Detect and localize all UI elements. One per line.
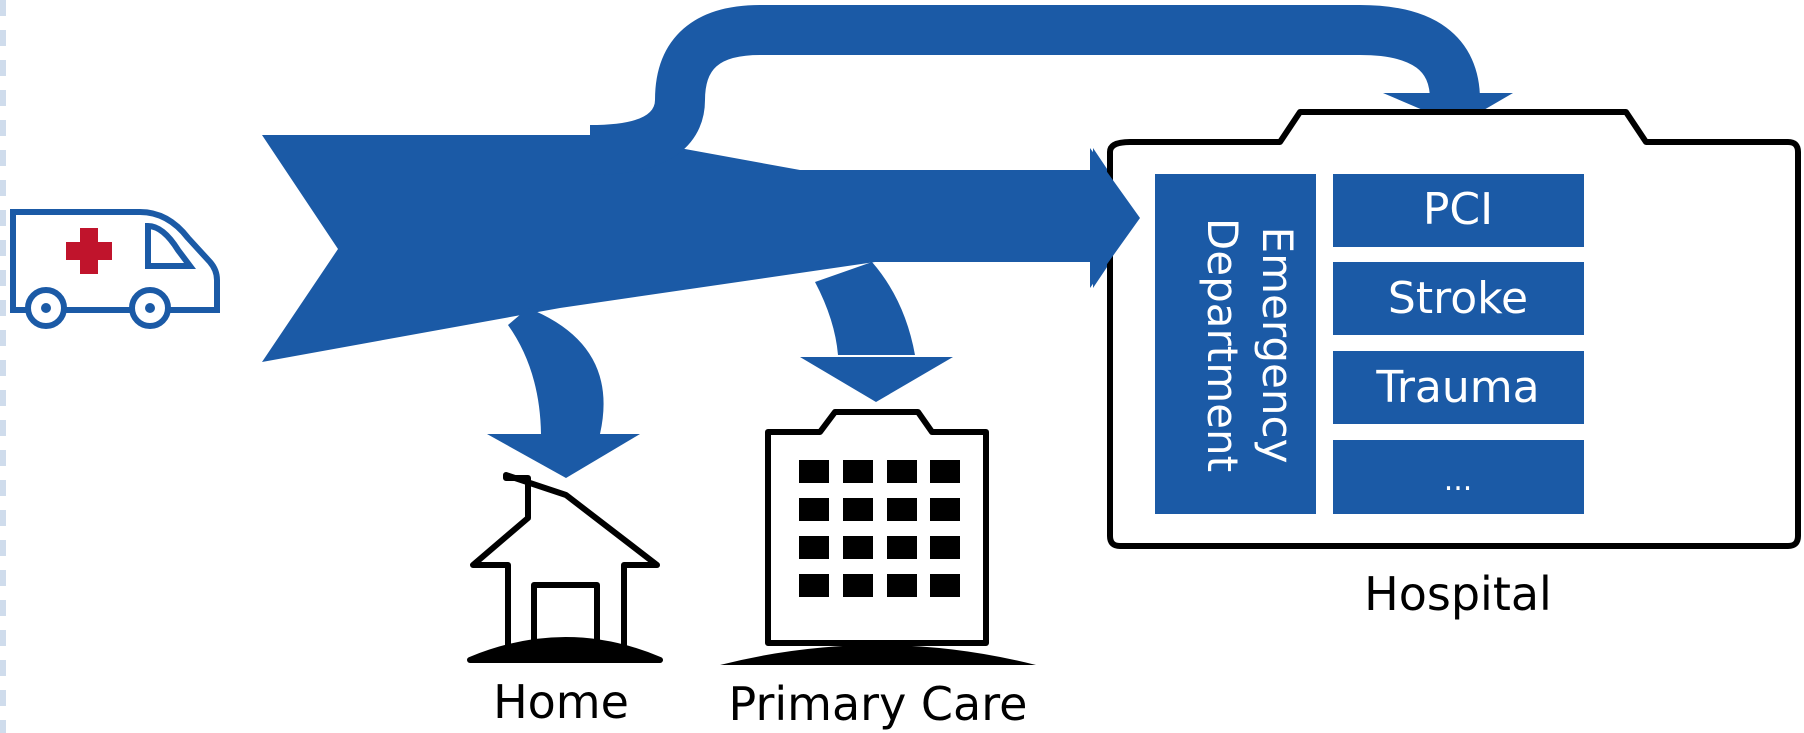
ambulance-icon xyxy=(10,209,220,329)
primary-care-arrowhead xyxy=(800,357,953,402)
home-icon xyxy=(467,472,663,663)
svg-text:Department: Department xyxy=(1198,218,1247,472)
hospital-direct-arrow xyxy=(589,5,1480,175)
emergency-department-label: Emergency Department xyxy=(1198,218,1302,472)
home-arrowhead xyxy=(487,434,640,478)
service-more: ... xyxy=(1333,440,1584,514)
hospital-label: Hospital xyxy=(1364,567,1552,621)
primary-care-label: Primary Care xyxy=(729,677,1028,731)
svg-text:Trauma: Trauma xyxy=(1375,362,1539,413)
hospital-entry-arrow xyxy=(1090,148,1140,288)
service-pci: PCI xyxy=(1333,174,1584,247)
home-arrow xyxy=(508,308,604,434)
svg-text:Stroke: Stroke xyxy=(1388,273,1528,324)
service-trauma: Trauma xyxy=(1333,351,1584,424)
svg-text:PCI: PCI xyxy=(1423,184,1493,235)
svg-text:Emergency: Emergency xyxy=(1253,227,1302,464)
primary-care-arrow xyxy=(815,262,915,355)
service-stroke: Stroke xyxy=(1333,262,1584,335)
home-label: Home xyxy=(493,675,629,729)
emergency-department-panel xyxy=(1155,174,1316,514)
main-flow-chevron xyxy=(262,135,1140,362)
svg-text:...: ... xyxy=(1444,463,1473,498)
primary-care-building-icon xyxy=(720,409,1036,665)
